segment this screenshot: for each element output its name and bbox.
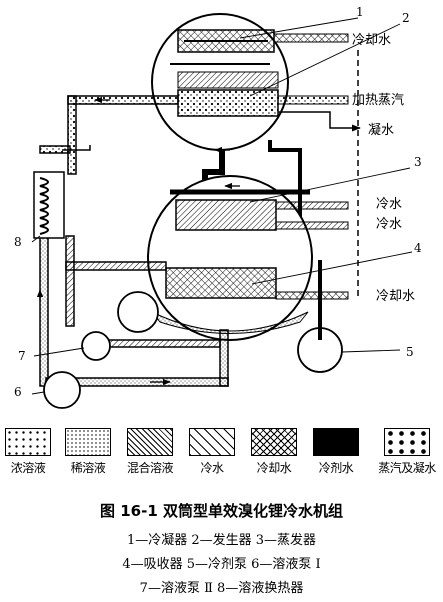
legend-item-cooling-water: 冷却水: [248, 428, 300, 476]
caption-line-2: 4—吸收器 5—冷剂泵 6—溶液泵 Ⅰ: [122, 557, 321, 572]
callout-4: 4: [414, 241, 422, 255]
legend-item-chilled-water: 冷水: [186, 428, 238, 476]
legend-label: 蒸汽及凝水: [378, 461, 436, 475]
chilled-water-pipe-1: [275, 201, 349, 210]
solution-pump-2: [117, 291, 159, 333]
label-cooling-water-1: 冷却水: [352, 33, 391, 48]
label-chilled-water-2: 冷水: [376, 217, 402, 232]
legend-item-concentrated: 浓溶液: [2, 428, 54, 476]
label-cooling-water-2: 冷却水: [376, 289, 415, 304]
callout-5: 5: [406, 345, 414, 359]
legend-item-steam: 蒸汽及凝水: [374, 428, 440, 476]
callout-1: 1: [356, 5, 364, 19]
legend-label: 混合溶液: [126, 461, 174, 475]
callout-6: 6: [14, 385, 22, 399]
label-chilled-water-1: 冷水: [376, 197, 402, 212]
legend-swatch-dots: [5, 428, 51, 456]
leader-lines: [31, 17, 413, 395]
caption-line-3: 7—溶液泵 Ⅱ 8—溶液换热器: [139, 581, 304, 596]
chilled-water-pipe-2: [275, 221, 349, 230]
heating-steam-pipe: [277, 95, 349, 105]
legend-label: 稀溶液: [70, 461, 106, 475]
legend-item-mixed: 混合溶液: [124, 428, 176, 476]
absorber-tubes: [165, 267, 277, 299]
label-heating-steam: 加热蒸汽: [352, 93, 404, 108]
upper-shell: [151, 13, 361, 151]
legend-label: 冷却水: [256, 461, 292, 475]
lower-shell: [147, 175, 349, 341]
legend-swatch-wide-hatch: [189, 428, 235, 456]
legend-swatch-hatch: [127, 428, 173, 456]
flow-arrows: [36, 96, 240, 386]
legend-label: 冷水: [200, 461, 224, 475]
solution-pump-1: [43, 371, 81, 409]
callout-2: 2: [402, 11, 410, 25]
solution-pump-1-small: [81, 331, 111, 361]
caption-line-1: 1—冷凝器 2—发生器 3—蒸发器: [126, 533, 317, 548]
callout-8: 8: [14, 235, 22, 249]
cooling-water-pipe-lower: [275, 291, 349, 300]
lithium-bromide-chiller-diagram: 1 2 3 4 5 6 7 8 冷却水 加热蒸汽 凝水 冷水 冷水 冷却水: [14, 5, 422, 409]
figure-caption: 图 16-1 双筒型单效溴化锂冷水机组 1—冷凝器 2—发生器 3—蒸发器 4—…: [0, 500, 443, 601]
legend-swatch-blobs: [384, 428, 430, 456]
heat-exchanger: [33, 171, 65, 239]
caption-title: 图 16-1 双筒型单效溴化锂冷水机组: [100, 502, 343, 520]
legend-item-dilute: 稀溶液: [62, 428, 114, 476]
legend-label: 浓溶液: [10, 461, 46, 475]
legend: 浓溶液 稀溶液 混合溶液 冷水 冷却水 冷剂水 蒸汽及凝水: [2, 428, 441, 484]
generator-tubes: [177, 89, 279, 117]
callout-3: 3: [414, 155, 422, 169]
evaporator-tubes: [175, 199, 277, 231]
legend-item-refrigerant: 冷剂水: [310, 428, 362, 476]
label-condensate: 凝水: [368, 122, 394, 138]
legend-swatch-crosshatch: [251, 428, 297, 456]
cooling-water-pipe-upper: [273, 33, 349, 43]
callout-7: 7: [18, 349, 26, 363]
legend-swatch-fine-dots: [65, 428, 111, 456]
legend-swatch-solid: [313, 428, 359, 456]
legend-label: 冷剂水: [318, 461, 354, 475]
